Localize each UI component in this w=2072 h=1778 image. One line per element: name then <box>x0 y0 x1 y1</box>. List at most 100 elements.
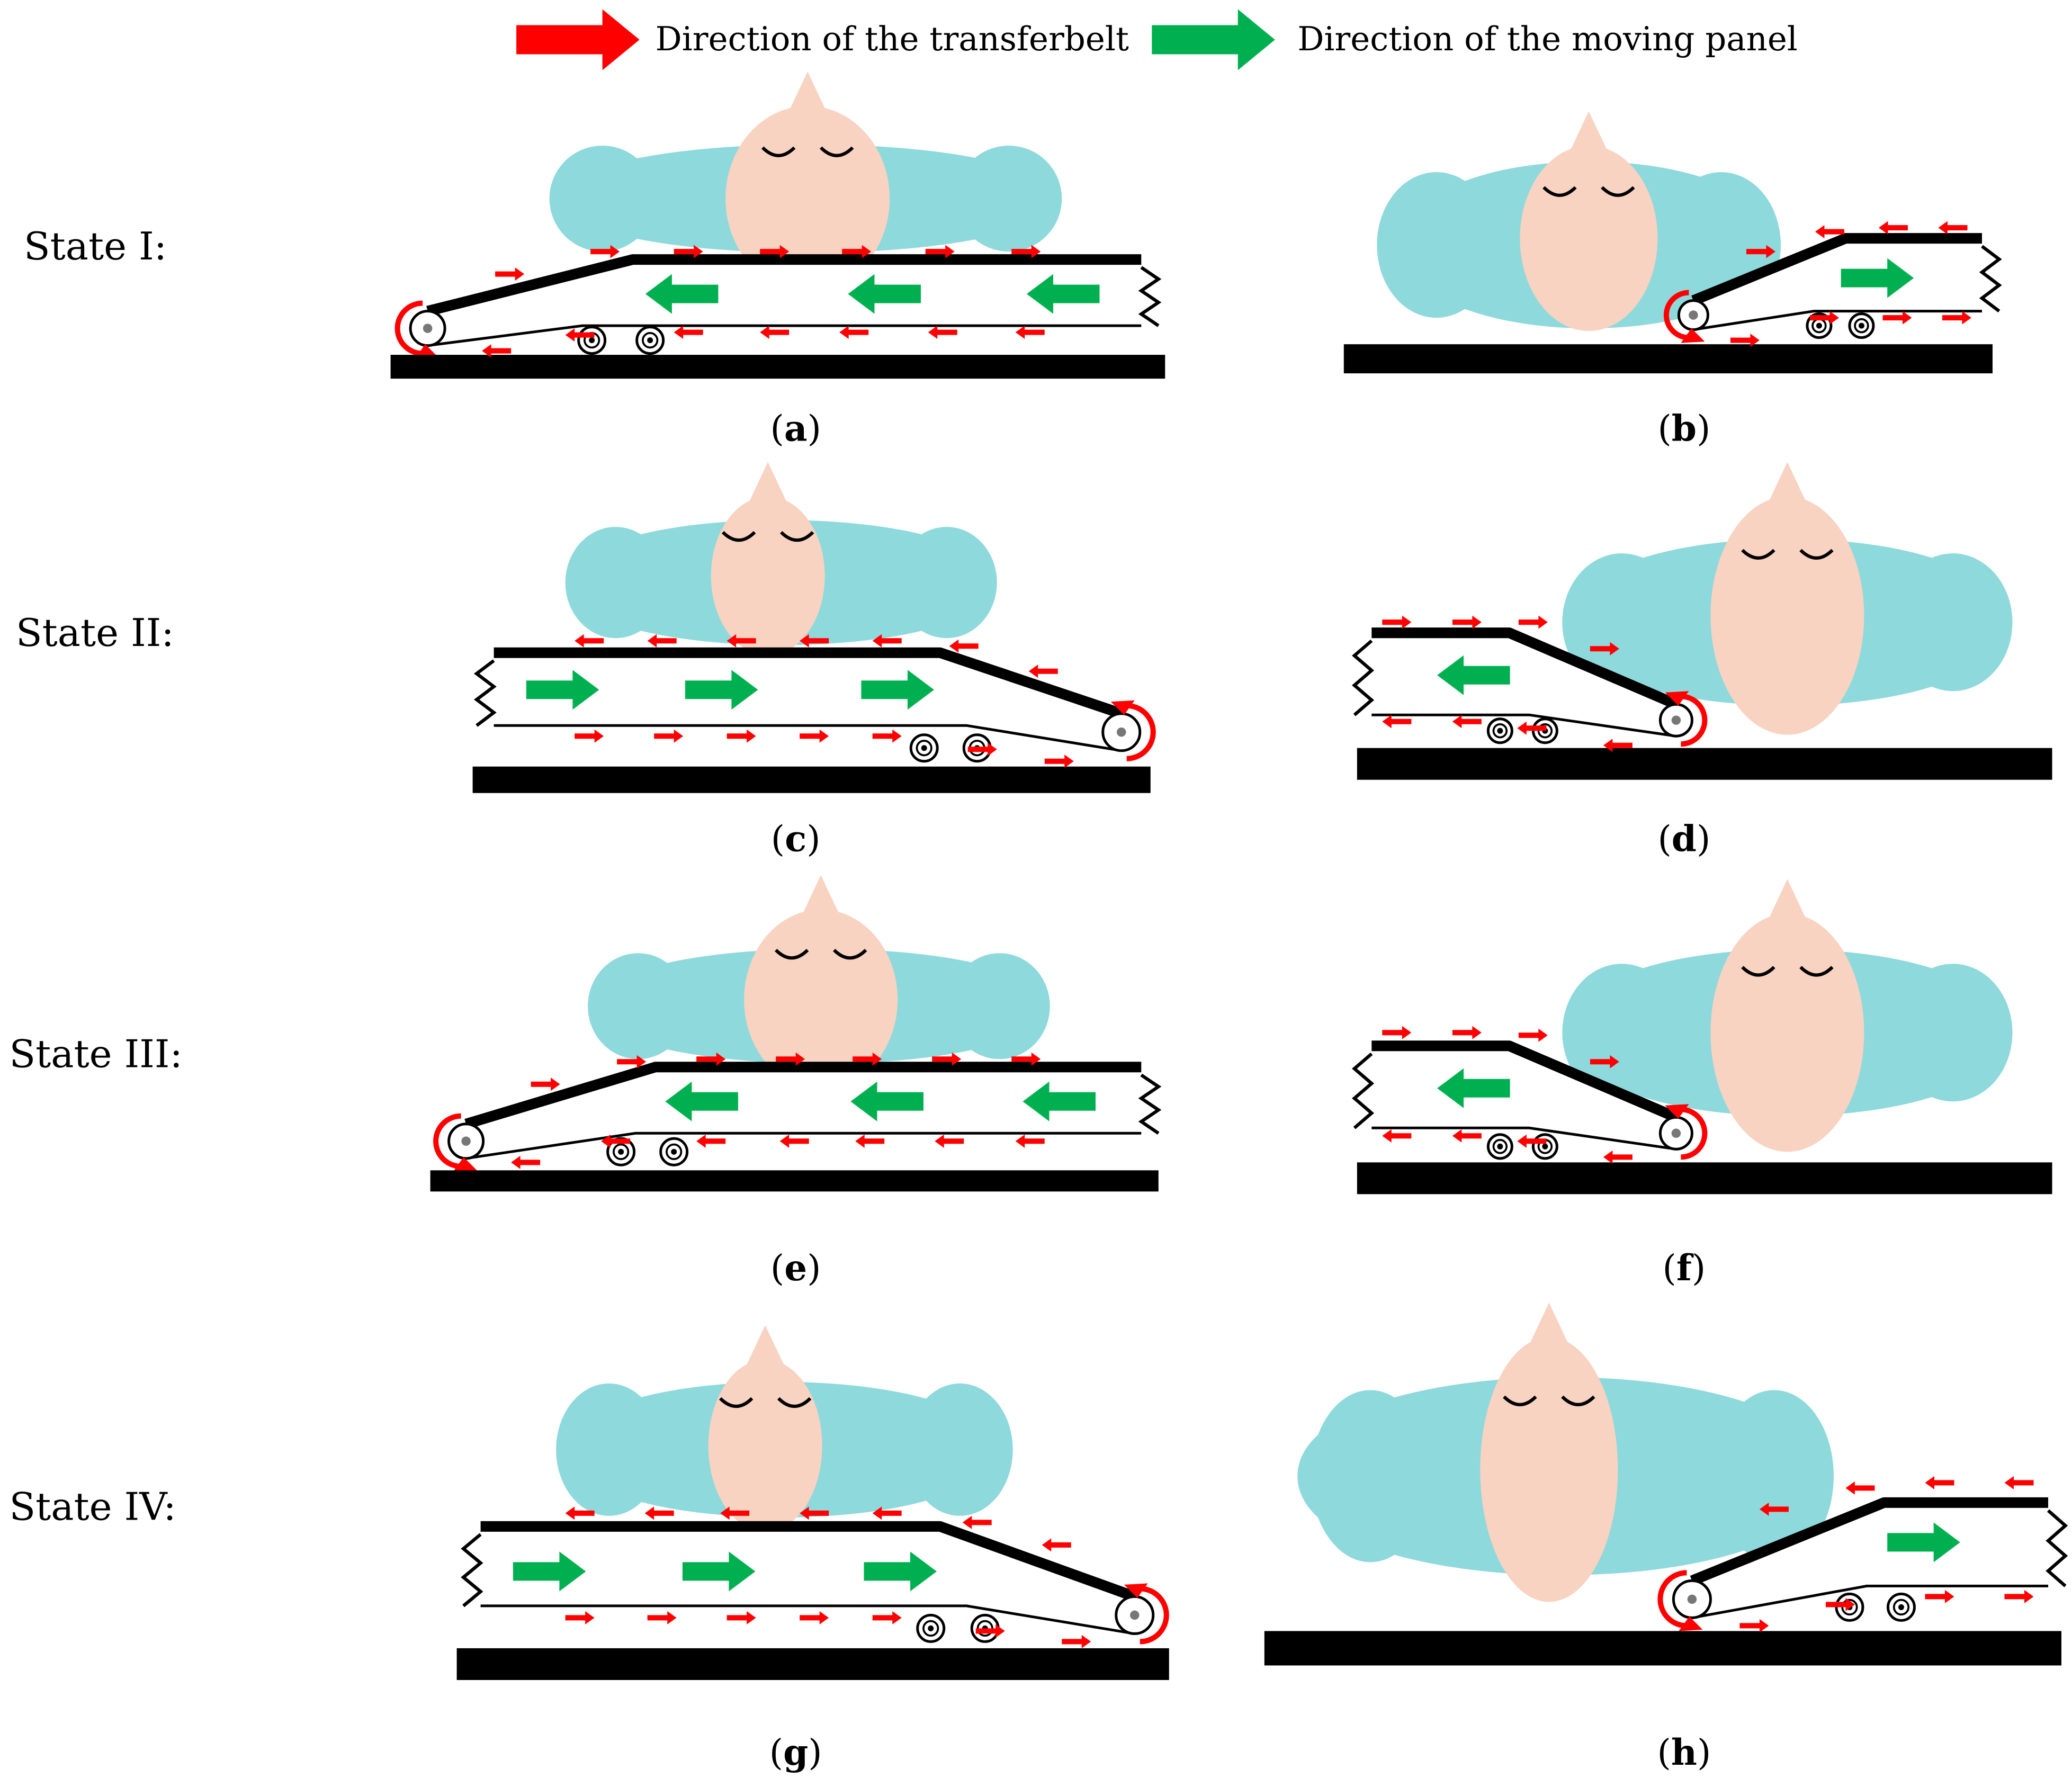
roller-inner <box>1892 1599 1910 1616</box>
panel-cut-edge <box>1352 639 1375 716</box>
rotation-arc-tip <box>1124 1583 1148 1598</box>
nose-roller-hub <box>461 1136 471 1146</box>
panel-body <box>1371 1046 1676 1150</box>
nose <box>800 875 842 920</box>
nose <box>1766 462 1809 507</box>
panel-cut-edge <box>1979 245 2002 313</box>
rotation-arc <box>1140 1586 1169 1645</box>
nose-roller-hub <box>1117 727 1126 737</box>
panel-cut-edge <box>1138 266 1162 327</box>
belt-arrow <box>776 1052 805 1066</box>
caption-g: (g) <box>769 1731 822 1773</box>
rotation-arc <box>394 300 423 356</box>
body-shoulder-left <box>565 527 666 639</box>
belt-arrow <box>590 245 620 258</box>
rotation-arc <box>1663 290 1689 340</box>
eye-right <box>1601 186 1635 197</box>
state-label-4: State IV: <box>10 1485 176 1529</box>
panel-cut-edge <box>1138 1073 1162 1135</box>
head <box>1520 146 1658 331</box>
nose <box>786 71 829 117</box>
belt-arrow <box>1452 615 1482 629</box>
panel-arrow <box>665 1081 738 1121</box>
belt-arrow <box>1382 715 1412 729</box>
belt-arrow <box>726 729 756 743</box>
belt-arrow <box>654 729 684 743</box>
panel-arrow <box>526 670 599 710</box>
scene-h <box>1264 1303 2068 1666</box>
panel-cut-edge <box>2046 1509 2068 1587</box>
belt-arrow <box>511 1155 541 1169</box>
ground <box>1264 1631 2061 1666</box>
belt-arrow <box>1517 721 1547 735</box>
body-shoulder-right <box>907 1383 1013 1516</box>
body-shoulder-right <box>1893 964 2013 1102</box>
rotation-arc <box>1681 694 1708 747</box>
panel-cut-edge <box>473 659 497 727</box>
body-shoulder-left <box>1562 553 1682 692</box>
eye-right <box>1799 966 1834 977</box>
caption-h: (h) <box>1657 1731 1711 1773</box>
caption-c: (c) <box>771 818 821 860</box>
eye-left <box>1542 186 1577 197</box>
belt-arrow <box>1882 311 1912 325</box>
legend-belt-arrow <box>516 9 640 70</box>
body-shoulder-left <box>588 953 689 1059</box>
belt-arrow <box>1815 225 1844 239</box>
panel-arrow <box>864 1551 937 1592</box>
belt-lower <box>480 1604 1135 1635</box>
belt-arrow <box>1011 245 1041 258</box>
belt-arrow <box>1382 615 1412 629</box>
ground <box>456 1648 1169 1680</box>
belt-arrow <box>1942 311 1971 325</box>
belt-arrow <box>975 1624 1005 1638</box>
roller-hub <box>1497 728 1503 734</box>
belt-arrow <box>647 634 677 648</box>
belt-arrow <box>962 1515 992 1529</box>
belt-arrow <box>872 634 902 648</box>
belt-arrow <box>932 1052 962 1066</box>
belt-arrow <box>872 1611 902 1624</box>
panel-body <box>427 259 1142 346</box>
body-shoulder-right <box>1714 1390 1834 1563</box>
roller-hub <box>1542 1143 1548 1150</box>
belt-arrow <box>1603 1150 1633 1164</box>
belt-arrow <box>800 634 829 648</box>
belt-arrow <box>872 1506 902 1520</box>
roller-inner <box>642 331 659 349</box>
belt-arrow <box>839 326 869 339</box>
scene-g <box>456 1325 1169 1680</box>
panel-cut-edge <box>461 1533 483 1608</box>
scene-c <box>472 462 1156 793</box>
roller-inner <box>666 1143 683 1160</box>
state-label-2: State II: <box>16 611 174 655</box>
panel-arrow <box>1437 1068 1510 1108</box>
scene-d <box>1352 462 2052 780</box>
belt-arrow <box>1730 334 1760 347</box>
belt-arrow <box>1044 755 1074 768</box>
panel-cut-edge <box>1352 1052 1375 1129</box>
ground <box>1357 748 2052 780</box>
belt-lower <box>1691 1584 2048 1619</box>
eye-right <box>777 1397 812 1408</box>
panel-arrow <box>1022 1081 1096 1121</box>
belt-upper <box>1371 1040 1679 1123</box>
belt-upper <box>1691 233 1982 306</box>
panel-arrow <box>1437 655 1510 695</box>
belt-arrow <box>1739 1619 1769 1632</box>
belt-arrow <box>565 328 595 342</box>
caption-a: (a) <box>770 408 821 450</box>
belt-arrow <box>495 267 525 281</box>
head <box>1710 913 1864 1152</box>
belt-lower <box>1693 310 1982 331</box>
ground <box>390 355 1165 379</box>
eye-left <box>719 1397 754 1408</box>
belt-arrow <box>1382 1026 1412 1039</box>
head <box>1480 1337 1618 1602</box>
eye-left <box>761 146 796 157</box>
ground <box>1343 344 1993 374</box>
belt-arrow <box>575 634 604 648</box>
body-shoulder-left <box>1311 1390 1430 1563</box>
belt-arrow <box>575 729 604 743</box>
